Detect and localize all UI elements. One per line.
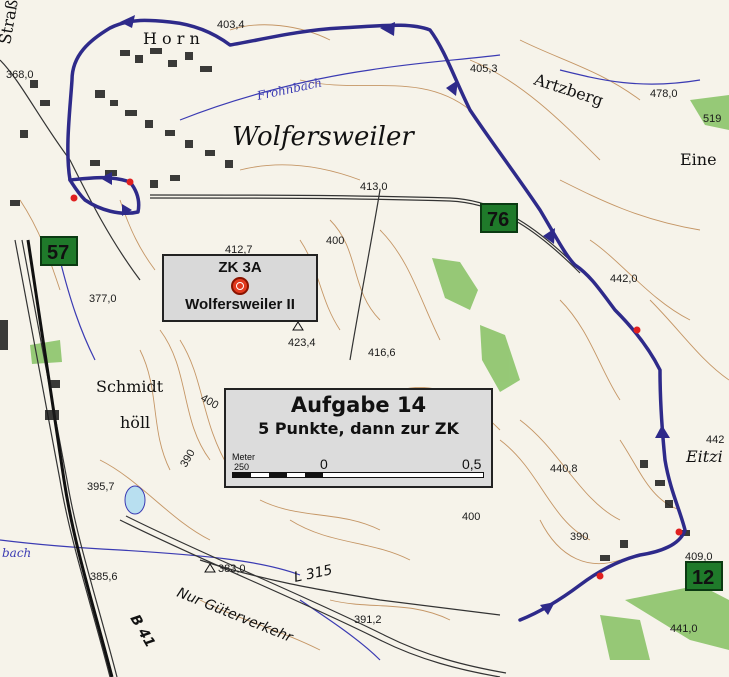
elevation-label: 377,0: [89, 293, 117, 305]
arrow-icon: [380, 22, 395, 36]
route-arrows: [100, 15, 670, 615]
pond: [124, 485, 146, 515]
place-label-horn: H o r n: [143, 29, 200, 48]
contour-value-labels: 400 400 400 390 390: [178, 235, 588, 543]
scale-bar-graphic: [232, 472, 484, 478]
elevation-label: 416,6: [368, 347, 396, 359]
elevation-label: 368,0: [6, 69, 34, 81]
place-label-holl: höll: [120, 413, 150, 432]
elevation-label: 403,4: [217, 19, 245, 31]
scale-unit-label: Meter: [232, 452, 256, 462]
arrow-icon: [100, 172, 112, 185]
checkpoint-dot[interactable]: [70, 194, 78, 202]
road-label-l315: L 315: [293, 562, 335, 586]
task-box: Aufgabe 14 5 Punkte, dann zur ZK Meter 2…: [224, 388, 493, 488]
elevation-label: 442: [706, 434, 724, 446]
place-label-eitzi: Eitzi: [685, 447, 723, 466]
elevation-label: 478,0: [650, 88, 678, 100]
place-label-wolfersweiler: Wolfersweiler: [232, 122, 415, 152]
checkpoint-dot[interactable]: [596, 572, 604, 580]
elevation-label: 412,7: [225, 244, 253, 256]
control-point-box: ZK 3A Wolfersweiler II: [162, 254, 318, 322]
marker-12-label: 12: [692, 567, 714, 589]
marker-76-label: 76: [487, 209, 509, 231]
contour-lines: [19, 24, 729, 651]
elevation-labels: 403,4 368,0 405,3 478,0 519 413,0 442,0 …: [6, 19, 724, 635]
built-up-area: [0, 48, 690, 561]
elevation-label: 440,8: [550, 463, 578, 475]
checkpoints: [70, 178, 683, 580]
triangle-icon: [204, 563, 216, 573]
roads: [0, 59, 581, 677]
elevation-label: 441,0: [670, 623, 698, 635]
target-icon: [231, 277, 249, 295]
elevation-label: 423,4: [288, 337, 316, 349]
arrow-icon: [120, 15, 135, 28]
elevation-label: 383,0: [218, 563, 246, 575]
scale-zero-label: 0: [320, 456, 328, 472]
control-point-title: ZK 3A: [218, 259, 262, 276]
arrow-icon: [540, 602, 555, 615]
elevation-label: 391,2: [354, 614, 382, 626]
trig-points: [204, 321, 304, 573]
place-label-schmidt: Schmidt: [96, 377, 164, 396]
elevation-label: 385,6: [90, 571, 118, 583]
triangle-icon: [292, 321, 304, 331]
route-line: [66, 18, 687, 622]
marker-76[interactable]: 76: [480, 203, 518, 233]
task-subtitle: 5 Punkte, dann zur ZK: [258, 419, 459, 438]
arrow-icon: [543, 228, 555, 244]
task-title: Aufgabe 14: [290, 393, 427, 417]
checkpoint-dot[interactable]: [675, 528, 683, 536]
elevation-label: 413,0: [360, 181, 388, 193]
checkpoint-dot[interactable]: [126, 178, 134, 186]
marker-57[interactable]: 57: [40, 236, 78, 266]
arrow-icon: [446, 80, 458, 96]
marker-12[interactable]: 12: [685, 561, 723, 591]
contour-label: 400: [462, 511, 480, 523]
contour-label: 400: [326, 235, 344, 247]
elevation-label: 409,0: [685, 551, 713, 563]
scale-right-label: 0,5: [462, 456, 482, 472]
elevation-label: 395,7: [87, 481, 115, 493]
elevation-label: 442,0: [610, 273, 638, 285]
control-point-name: Wolfersweiler II: [185, 296, 295, 313]
checkpoint-dot[interactable]: [633, 326, 641, 334]
arrow-icon: [122, 204, 132, 216]
marker-57-label: 57: [47, 242, 69, 264]
place-label-eine: Eine: [680, 150, 717, 169]
railway: [26, 239, 114, 677]
elevation-label: 519: [703, 113, 721, 125]
forest-areas: [30, 95, 729, 660]
contour-label: 390: [570, 531, 588, 543]
elevation-label: 405,3: [470, 63, 498, 75]
scale-bar: Meter 250 0 0,5: [232, 452, 487, 482]
arrow-icon: [655, 425, 670, 438]
place-label-bach: bach: [2, 546, 31, 560]
scale-left-label: 250: [234, 462, 250, 472]
